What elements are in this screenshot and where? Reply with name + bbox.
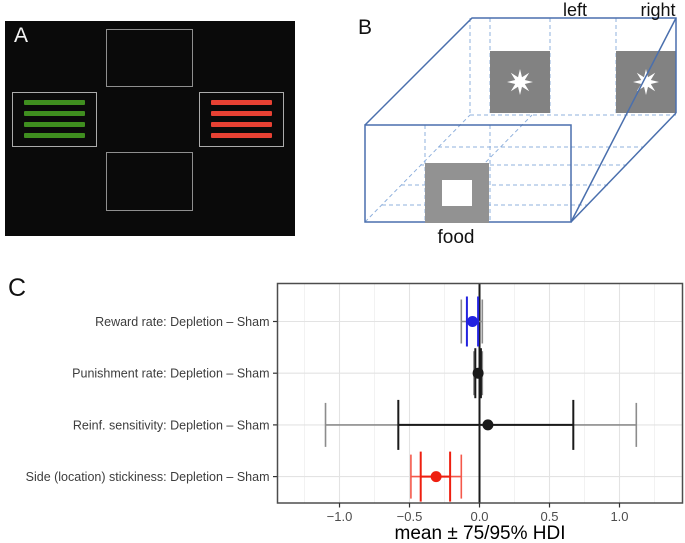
x-tick-label: 0.5 — [540, 509, 558, 524]
right-lever-label: right — [640, 0, 676, 20]
grating-stripe — [24, 121, 85, 128]
red-grating-stimulus — [199, 92, 284, 147]
grating-stripe — [211, 121, 272, 128]
empty-frame-top — [106, 29, 193, 87]
grating-stripe — [24, 99, 85, 105]
left-lever-label: left — [562, 0, 587, 20]
left-cue-square — [490, 51, 550, 113]
x-axis-title: mean ± 75/95% HDI — [395, 523, 566, 543]
panel-a-letter: A — [14, 24, 29, 47]
x-tick-label: −1.0 — [327, 509, 353, 524]
row-label: Reward rate: Depletion – Sham — [95, 315, 269, 329]
mean-dot — [472, 367, 484, 379]
grating-stripe — [24, 133, 85, 139]
row-label: Punishment rate: Depletion – Sham — [72, 367, 269, 381]
empty-frame-bottom — [106, 152, 193, 211]
grating-stripe — [211, 133, 272, 139]
row-label: Side (location) stickiness: Depletion – … — [26, 470, 270, 484]
panel-b-letter: B — [358, 16, 373, 39]
mean-dot — [430, 471, 442, 483]
row-label: Reinf. sensitivity: Depletion – Sham — [73, 418, 270, 432]
grating-stripe — [211, 99, 272, 105]
grating-stripe — [24, 110, 85, 116]
food-port — [425, 163, 489, 223]
mean-dot — [482, 419, 494, 431]
box-diagram-svg — [364, 17, 677, 223]
x-tick-label: −0.5 — [397, 509, 423, 524]
green-grating-stimulus — [12, 92, 97, 147]
x-tick-label: 1.0 — [610, 509, 628, 524]
panel-c-letter: C — [8, 274, 27, 302]
star-icon — [507, 69, 533, 95]
x-tick-label: 0.0 — [470, 509, 488, 524]
grating-stripe — [211, 110, 272, 116]
panel-a-stimulus-screen: A — [5, 21, 295, 236]
food-port-label: food — [437, 227, 475, 248]
mean-dot — [467, 316, 479, 327]
